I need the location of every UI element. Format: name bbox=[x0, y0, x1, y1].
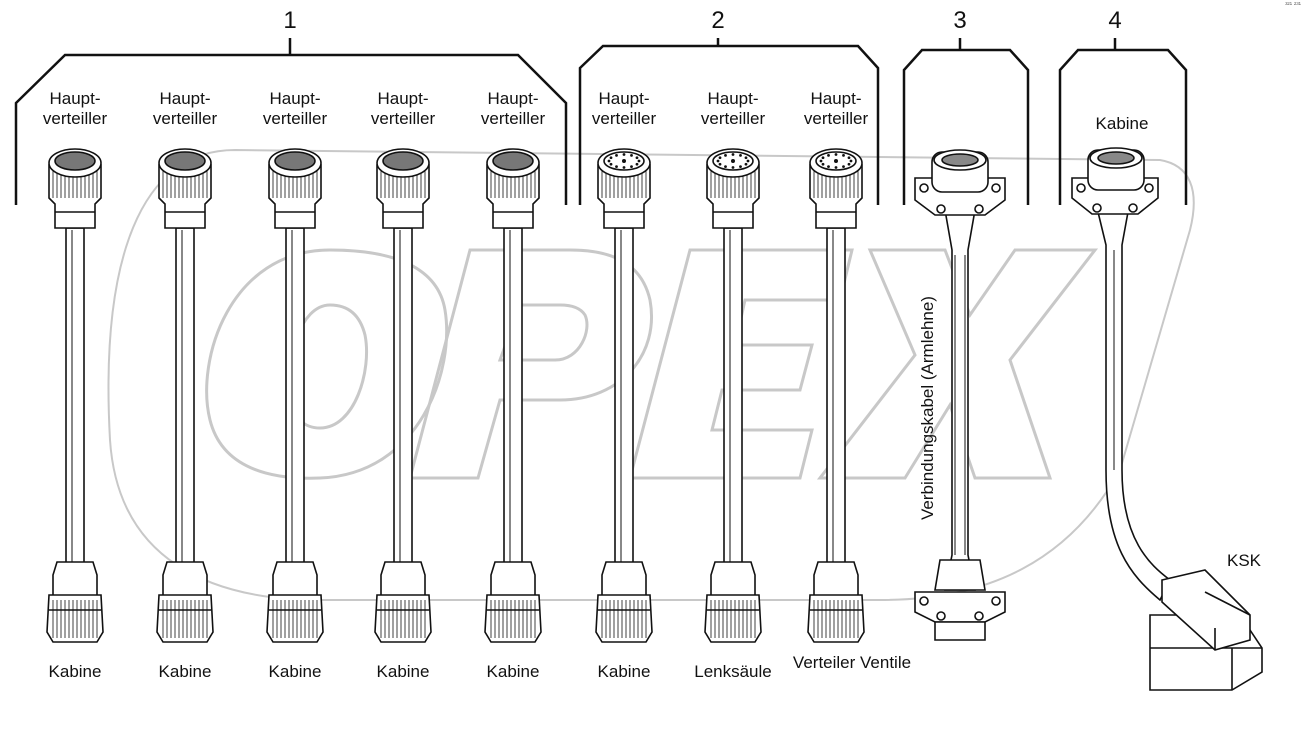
group-number-4: 4 bbox=[1108, 7, 1122, 34]
cable-6-bottom-label: Kabine bbox=[597, 662, 651, 681]
cable-2-top-label: Haupt- verteiller bbox=[152, 89, 218, 128]
bracket-group-3 bbox=[902, 48, 1030, 205]
cable-4-bottom-label: Kabine bbox=[376, 662, 430, 681]
cable-6-top-label: Haupt- verteiller bbox=[591, 89, 657, 128]
cable-6-drawing bbox=[595, 148, 653, 643]
cable-4-top-label: Haupt- verteiller bbox=[370, 89, 436, 128]
cable-8-bottom-label: Verteiler Ventile bbox=[792, 653, 912, 672]
bracket-group-1 bbox=[14, 53, 568, 205]
cable-4-drawing bbox=[1071, 147, 1263, 691]
cable-4-drawing bbox=[374, 148, 432, 643]
cable-5-drawing bbox=[484, 148, 542, 643]
cable-7-bottom-label: Lenksäule bbox=[694, 662, 772, 681]
cable-1-bottom-label: Kabine bbox=[48, 662, 102, 681]
bracket-group-2 bbox=[578, 44, 880, 205]
cable-4-bottom-label: KSK bbox=[1226, 551, 1262, 570]
cable-3-top-label: Haupt- verteiller bbox=[262, 89, 328, 128]
cable-3-drawing bbox=[266, 148, 324, 643]
group-number-1: 1 bbox=[283, 7, 297, 34]
group-number-2: 2 bbox=[711, 7, 725, 34]
cable-4-top-label: Kabine bbox=[1095, 114, 1149, 133]
cable-8-drawing bbox=[807, 148, 865, 643]
bracket-group-4 bbox=[1058, 48, 1188, 205]
cable-3-bottom-label: Kabine bbox=[268, 662, 322, 681]
cable-7-drawing bbox=[704, 148, 762, 643]
corner-code: ³²¹ ²³¹ bbox=[1285, 2, 1301, 9]
group-number-3: 3 bbox=[953, 7, 967, 34]
cable-3-drawing bbox=[914, 149, 1006, 641]
cable-7-top-label: Haupt- verteiller bbox=[700, 89, 766, 128]
opex-watermark bbox=[107, 148, 1195, 601]
cable-1-top-label: Haupt- verteiller bbox=[42, 89, 108, 128]
cable-1-drawing bbox=[46, 148, 104, 643]
cable-3-label: Verbindungskabel (Armlehne) bbox=[918, 296, 937, 520]
cable-5-bottom-label: Kabine bbox=[486, 662, 540, 681]
cable-5-top-label: Haupt- verteiller bbox=[480, 89, 546, 128]
cable-2-drawing bbox=[156, 148, 214, 643]
cable-2-bottom-label: Kabine bbox=[158, 662, 212, 681]
cable-8-top-label: Haupt- verteiller bbox=[803, 89, 869, 128]
